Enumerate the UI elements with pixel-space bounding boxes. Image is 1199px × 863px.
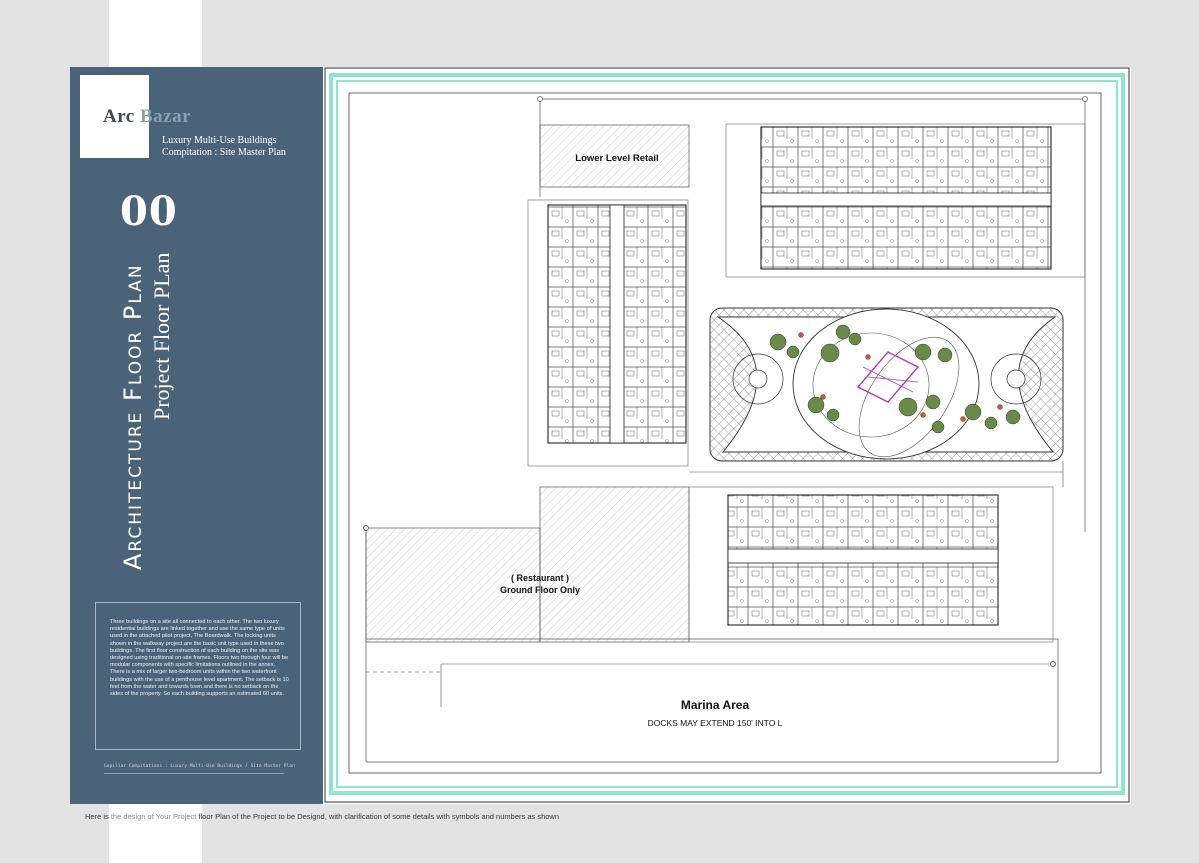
plaza-trees xyxy=(769,324,1021,434)
project-description: Three buildings on a site all connected … xyxy=(110,619,289,698)
drawing-border xyxy=(348,92,1102,774)
building-a-corridor xyxy=(609,204,625,444)
brand-logo: Arc Bazar xyxy=(103,106,191,128)
brand-name-b: Bazar xyxy=(140,106,192,127)
caption-part-2: the design of Your Project xyxy=(110,812,199,821)
sheet-caption: Here is the design of Your Project floor… xyxy=(85,812,559,821)
restaurant-area xyxy=(539,486,690,643)
brand-name-a: Arc xyxy=(103,106,140,127)
marina-label: Marina Area xyxy=(681,698,750,712)
survey-point xyxy=(1050,661,1056,667)
restaurant-label: ( Restaurant ) xyxy=(511,573,569,583)
building-c-corridor xyxy=(727,548,999,564)
vertical-title-main: Architecture Floor Plan xyxy=(119,263,147,570)
building-b-corridor xyxy=(760,192,1052,207)
sheet-number: 00 xyxy=(120,188,178,235)
restaurant-annex-area xyxy=(365,527,541,643)
docks-note: DOCKS MAY EXTEND 150' INTO L xyxy=(648,718,783,728)
vertical-title-line-1: Architecture Floor Plan xyxy=(119,263,147,570)
vertical-title-sub: Project Floor PLan xyxy=(149,252,174,420)
dimension-frame-building-a xyxy=(527,199,689,467)
logo-box xyxy=(80,75,149,158)
mint-frame-outer xyxy=(329,73,1125,795)
sheet-border xyxy=(324,67,1130,803)
mint-frame-inner xyxy=(336,80,1118,788)
survey-point xyxy=(363,525,369,531)
site-master-plan: Lower Level Retail ( Re xyxy=(324,67,1130,803)
footer-rule xyxy=(104,773,284,774)
caption-part-1: Here is xyxy=(85,812,111,821)
survey-point xyxy=(537,96,543,102)
lower-retail-area xyxy=(539,124,690,188)
drawing-sheet: Lower Level Retail ( Re xyxy=(323,67,1131,804)
restaurant-sub-label: Ground Floor Only xyxy=(500,585,580,595)
central-plaza xyxy=(709,307,1064,462)
lower-retail-label: Lower Level Retail xyxy=(575,153,658,164)
project-subtitle: Luxury Multi-Use Buildings Compitation :… xyxy=(162,135,286,159)
magenta-walkway xyxy=(856,351,920,403)
dimension-frame-building-b xyxy=(725,123,1086,278)
dimension-frame-building-c xyxy=(688,486,1054,643)
survey-point xyxy=(1082,96,1088,102)
subtitle-line-2: Compitation : Site Master Plan xyxy=(162,147,286,158)
caption-part-3: floor Plan of the Project to be Designd,… xyxy=(198,812,559,821)
footer-text: Gopillar Compitations : Luxury Multi-Use… xyxy=(104,764,295,769)
plaza-flowers xyxy=(798,332,1003,422)
description-frame xyxy=(95,602,301,750)
title-panel xyxy=(70,67,323,804)
subtitle-line-1: Luxury Multi-Use Buildings xyxy=(162,135,277,146)
